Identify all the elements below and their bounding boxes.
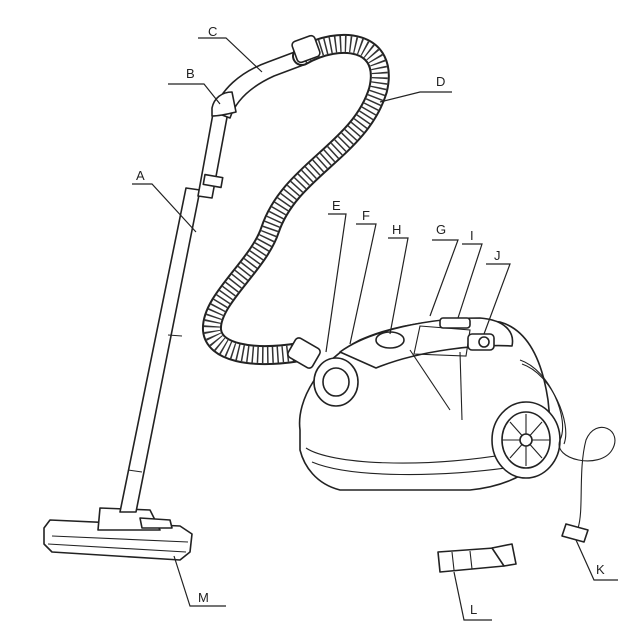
svg-text:G: G xyxy=(436,222,446,237)
floor-nozzle xyxy=(43,507,193,561)
label-D: D xyxy=(379,74,452,103)
svg-text:H: H xyxy=(392,222,401,237)
label-C: C xyxy=(198,24,263,73)
label-H: H xyxy=(388,222,409,335)
crevice-tool xyxy=(437,543,517,573)
label-M: M xyxy=(173,555,226,607)
svg-text:M: M xyxy=(198,590,209,605)
label-K: K xyxy=(575,539,618,581)
label-A: A xyxy=(132,168,197,233)
vacuum-body xyxy=(287,317,561,491)
svg-text:D: D xyxy=(436,74,445,89)
label-F: F xyxy=(349,208,377,345)
svg-text:A: A xyxy=(136,168,145,183)
label-L: L xyxy=(453,571,492,621)
label-B: B xyxy=(168,66,221,105)
svg-text:K: K xyxy=(596,562,605,577)
svg-text:F: F xyxy=(362,208,370,223)
svg-text:B: B xyxy=(186,66,195,81)
flexible-hose xyxy=(202,33,390,366)
svg-text:I: I xyxy=(470,228,474,243)
svg-text:L: L xyxy=(470,602,477,617)
label-J: J xyxy=(483,248,511,335)
handle xyxy=(211,49,307,119)
label-E: E xyxy=(325,198,347,353)
label-I: I xyxy=(457,228,483,319)
power-cord xyxy=(519,359,616,543)
svg-text:E: E xyxy=(332,198,341,213)
svg-text:C: C xyxy=(208,24,217,39)
label-G: G xyxy=(429,222,459,317)
svg-text:J: J xyxy=(494,248,501,263)
